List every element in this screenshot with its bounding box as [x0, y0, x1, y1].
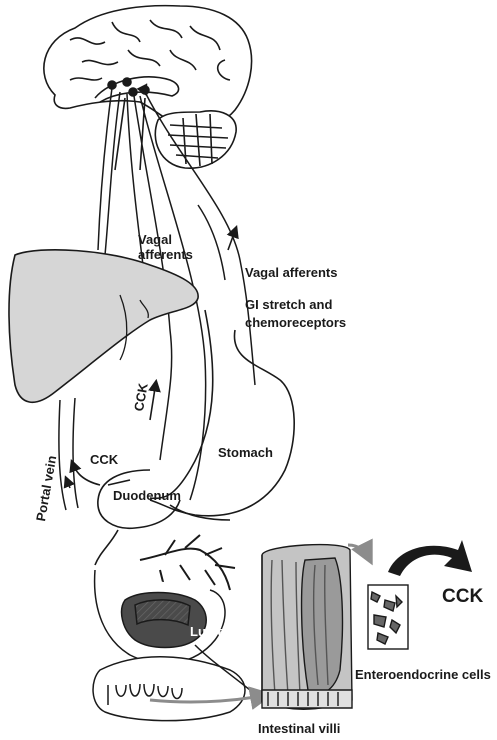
portal-vein [59, 398, 78, 510]
label-vagal-afferents-right: Vagal afferents [245, 266, 338, 281]
label-lumen: Lumen [190, 625, 233, 640]
label-cck-big: CCK [442, 586, 483, 608]
label-cck-left: CCK [90, 453, 118, 468]
label-vagal-afferents-left: Vagal afferents [138, 233, 198, 263]
label-enteroendocrine-cells: Enteroendocrine cells [355, 668, 491, 683]
enteroendocrine-cell [368, 585, 408, 649]
label-gi-stretch: GI stretch and chemoreceptors [245, 296, 355, 331]
label-duodenum: Duodenum [113, 489, 181, 504]
label-intestinal-villi: Intestinal villi [258, 722, 340, 737]
cck-release-arrow [388, 540, 472, 576]
label-stomach: Stomach [218, 446, 273, 461]
villi-to-cell-arrow [348, 545, 370, 560]
brain [44, 6, 252, 170]
intestine [93, 570, 250, 721]
intestinal-villi [262, 545, 352, 710]
